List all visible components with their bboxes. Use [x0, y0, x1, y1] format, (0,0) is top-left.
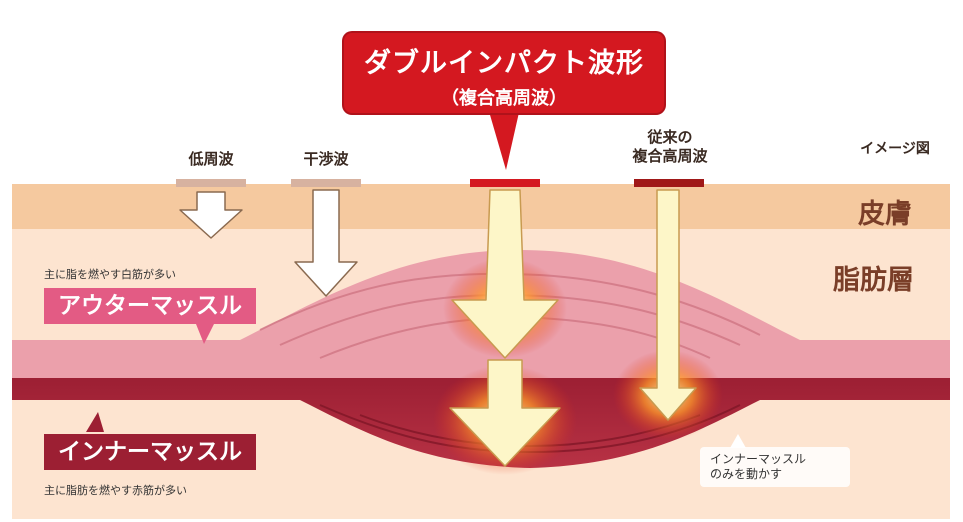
inner-only-note: インナーマッスル のみを動かす [710, 452, 806, 482]
inner-tag-pointer [86, 412, 104, 432]
pad-double-impact [470, 179, 540, 187]
arrow-interference [294, 189, 358, 297]
fat-label: 脂肪層 [833, 265, 914, 296]
callout-pointer [488, 108, 520, 170]
inner-only-pointer [730, 434, 746, 448]
inner-muscle-tag: インナーマッスル [44, 434, 256, 470]
outer-tag-pointer [196, 324, 214, 344]
arrow-double-impact-lower [449, 359, 561, 467]
skin-label: 皮膚 [858, 199, 912, 230]
image-note: イメージ図 [860, 141, 930, 157]
inner-muscle-note: 主に脂肪を燃やす赤筋が多い [44, 484, 187, 497]
label-conventional-line2: 複合高周波 [632, 147, 708, 165]
inner-only-line1: インナーマッスル [710, 452, 807, 466]
outer-muscle-tag: アウターマッスル [44, 288, 256, 324]
pad-low-frequency [176, 179, 246, 187]
callout-title: ダブルインパクト波形 [364, 48, 644, 79]
arrow-conventional [639, 189, 697, 421]
arrow-double-impact-upper [451, 189, 559, 359]
outer-muscle-note: 主に脂を燃やす白筋が多い [44, 268, 176, 281]
label-conventional: 従来の 複合高周波 [610, 128, 730, 166]
inner-only-bubble-bg [700, 447, 850, 487]
callout-subtitle: （複合高周波） [441, 88, 567, 109]
pad-conventional [634, 179, 704, 187]
callout-box: ダブルインパクト波形 （複合高周波） [344, 33, 664, 113]
label-conventional-line1: 従来の [647, 128, 693, 146]
skin-layer [12, 184, 950, 229]
pad-interference [291, 179, 361, 187]
inner-only-line2: のみを動かす [710, 467, 783, 481]
arrow-low-frequency [179, 191, 243, 239]
label-low-frequency: 低周波 [188, 150, 234, 168]
label-interference: 干渉波 [303, 150, 349, 168]
